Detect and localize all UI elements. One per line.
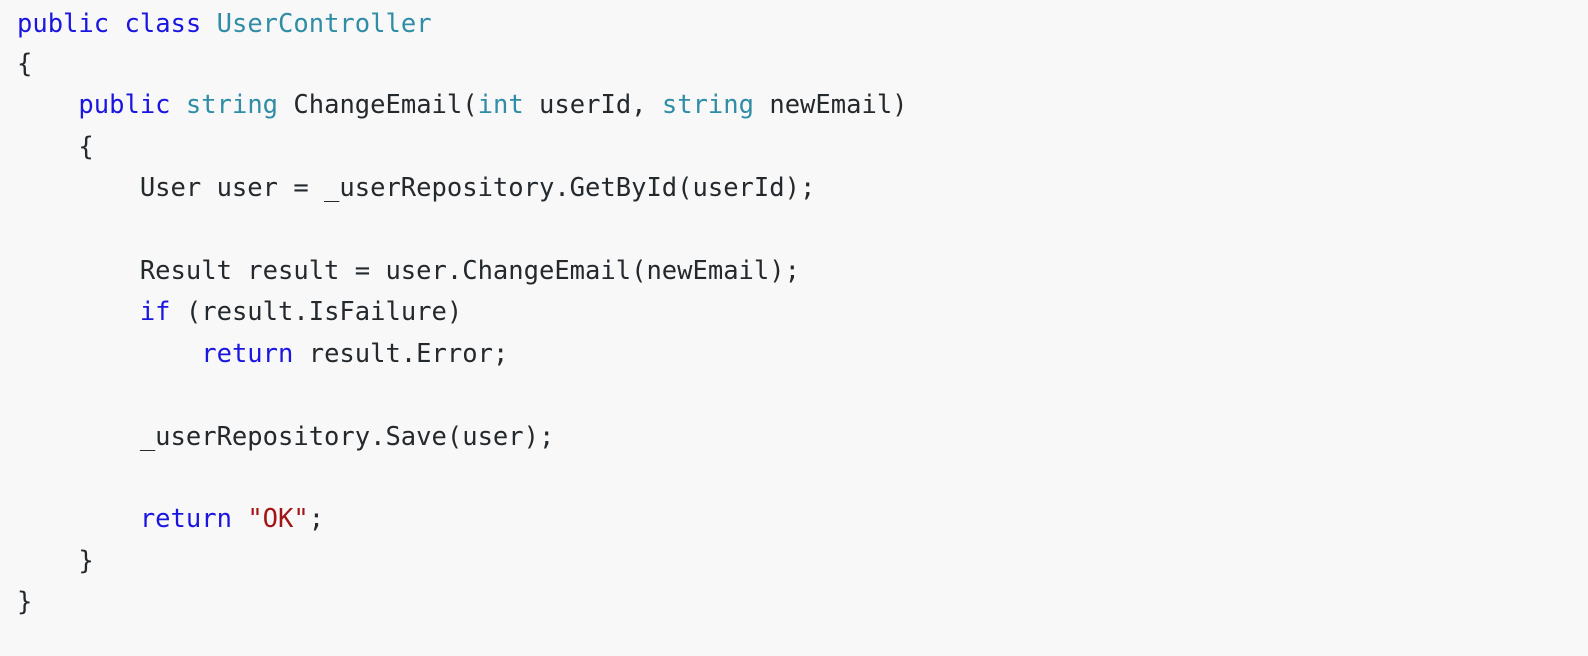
code-token-punct: }	[78, 545, 94, 576]
code-line: Result result = user.ChangeEmail(newEmai…	[0, 251, 1588, 292]
code-token-plain: (result.IsFailure)	[170, 297, 463, 328]
code-token-type: UserController	[216, 9, 432, 39]
code-line	[0, 210, 1588, 251]
code-token-plain	[17, 132, 78, 162]
code-token-plain	[171, 90, 186, 120]
code-token-plain	[17, 504, 140, 534]
code-token-plain	[109, 9, 124, 39]
code-token-plain	[17, 339, 201, 369]
code-token-keyword: return	[139, 504, 232, 535]
code-token-string: "OK"	[247, 504, 309, 535]
code-token-keyword: return	[201, 338, 294, 369]
code-line	[0, 458, 1588, 499]
code-token-punct: {	[78, 131, 94, 162]
code-token-plain: Result result = user.ChangeEmail(newEmai…	[17, 255, 800, 286]
code-token-plain: newEmail	[754, 90, 893, 121]
code-token-plain	[201, 9, 216, 39]
code-lines-container: public class UserController { public stri…	[0, 0, 1588, 623]
code-line: public string ChangeEmail(int userId, st…	[0, 85, 1588, 126]
code-line	[0, 375, 1588, 416]
code-token-type: string	[185, 90, 279, 121]
code-token-plain	[278, 90, 293, 120]
code-token-type: string	[661, 90, 754, 121]
code-line: return result.Error;	[0, 334, 1588, 375]
code-token-punct: }	[17, 587, 33, 618]
code-line: }	[0, 541, 1588, 582]
code-token-plain: User user = _userRepository.GetById(user…	[17, 173, 816, 204]
code-line: {	[0, 127, 1588, 168]
code-token-keyword: if	[139, 297, 171, 328]
code-token-plain: _userRepository.Save(user);	[17, 421, 555, 452]
code-line: User user = _userRepository.GetById(user…	[0, 168, 1588, 209]
code-line: }	[0, 582, 1588, 623]
code-token-punct: )	[892, 90, 908, 121]
code-token-keyword: public	[78, 90, 171, 121]
code-token-punct: ;	[308, 504, 325, 535]
code-token-punct: {	[17, 49, 33, 79]
code-token-keyword: public	[17, 9, 110, 39]
code-token-plain	[17, 297, 140, 327]
code-token-type: int	[477, 90, 524, 121]
code-line: if (result.IsFailure)	[0, 292, 1588, 333]
code-line: _userRepository.Save(user);	[0, 417, 1588, 458]
code-line: return "OK";	[0, 499, 1588, 540]
code-line: public class UserController	[0, 0, 1588, 44]
code-token-plain	[232, 504, 247, 534]
code-token-plain: ChangeEmail	[293, 90, 463, 121]
code-token-plain: result.Error;	[293, 338, 509, 369]
code-token-plain	[17, 546, 78, 576]
code-token-punct: (	[462, 90, 478, 121]
code-token-keyword: class	[124, 9, 202, 39]
code-token-plain	[17, 90, 78, 120]
code-line: {	[0, 44, 1588, 85]
code-token-plain: userId,	[523, 90, 662, 121]
